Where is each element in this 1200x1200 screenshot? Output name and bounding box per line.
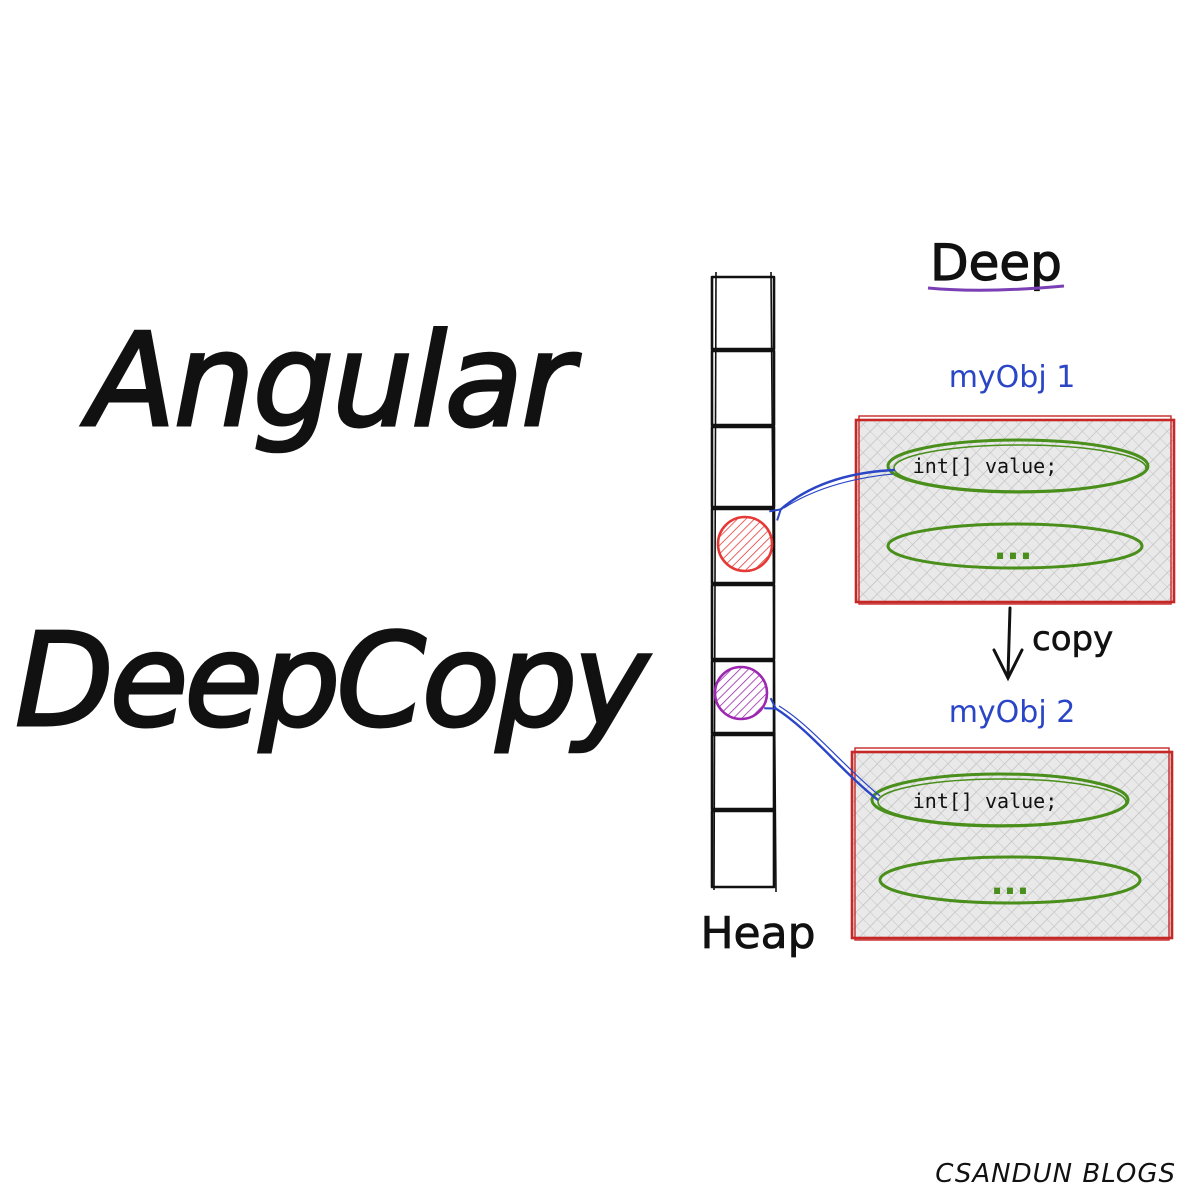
object1-more-outline bbox=[886, 522, 1144, 570]
title-deepcopy: DeepCopy bbox=[15, 607, 651, 756]
diagram-heading: Deep bbox=[930, 234, 1062, 292]
object2-label: myObj 2 bbox=[949, 695, 1076, 730]
object1-field-outline-sketch bbox=[893, 444, 1147, 492]
object1-field-outline bbox=[886, 438, 1150, 494]
object2-more-outline bbox=[878, 855, 1142, 905]
heap-cell bbox=[710, 733, 776, 811]
footer-brand: CSANDUN BLOGS bbox=[935, 1159, 1176, 1189]
pointer-arrow-object2 bbox=[764, 697, 879, 801]
object1-box bbox=[854, 415, 1176, 605]
object2-box bbox=[850, 747, 1174, 941]
heap-label: Heap bbox=[700, 908, 815, 959]
heap-column bbox=[710, 271, 777, 893]
object2-field-outline bbox=[870, 772, 1130, 828]
object1-field: int[] value; bbox=[913, 454, 1058, 478]
object2-ellipsis: ... bbox=[991, 863, 1030, 903]
heap-cell bbox=[710, 583, 776, 661]
object2-field: int[] value; bbox=[913, 789, 1058, 813]
heap-cell bbox=[710, 425, 776, 509]
copy-arrow bbox=[992, 606, 1024, 682]
heap-cell bbox=[710, 275, 776, 351]
title-angular: Angular bbox=[81, 307, 581, 456]
heap-value-purple bbox=[713, 665, 769, 721]
heap-cell bbox=[710, 349, 776, 427]
heading-underline bbox=[927, 284, 1065, 292]
pointer-arrow-object1 bbox=[769, 468, 896, 521]
heap-value-red bbox=[716, 515, 774, 573]
copy-label: copy bbox=[1032, 619, 1113, 659]
heap-cell bbox=[710, 809, 776, 889]
object2-field-outline-sketch bbox=[877, 778, 1127, 826]
object1-label: myObj 1 bbox=[949, 360, 1076, 395]
object1-ellipsis: ... bbox=[994, 528, 1033, 568]
